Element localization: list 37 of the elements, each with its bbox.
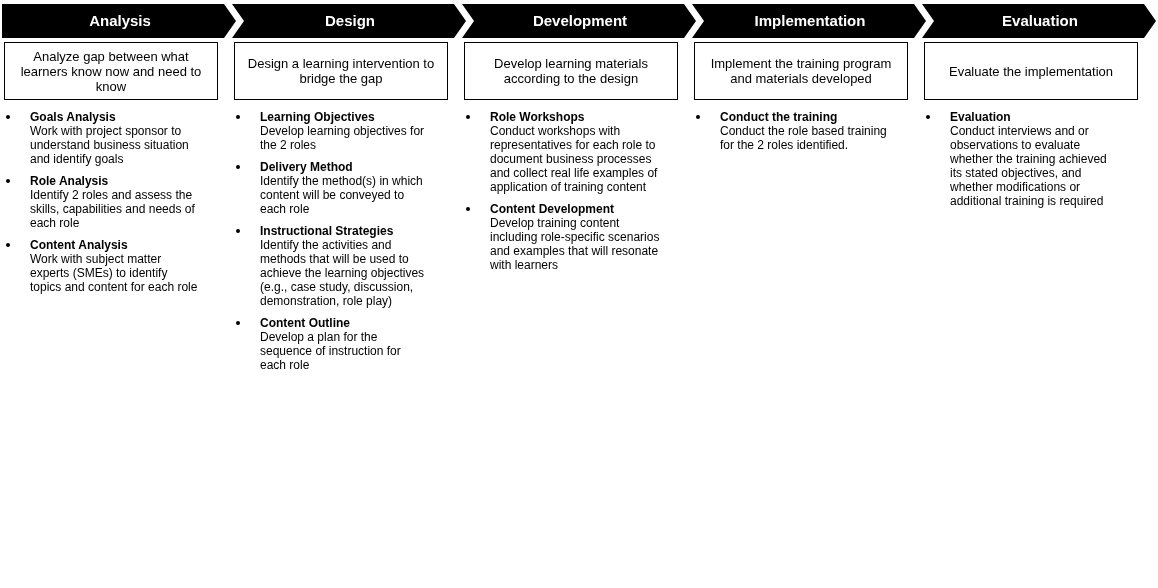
item-text: Conduct interviews and or observations to evaluate whether the training achieved its stated objectives, and whether modifications or additional training is required [950,124,1108,208]
stage-title: Implementation [753,12,867,29]
item-heading: Conduct the training [720,110,839,124]
item-text: Develop a plan for the sequence of instruction for each role [260,330,402,372]
stage-title: Development [531,12,629,29]
item-text: Conduct workshops with representatives for each role to document business processes and collect real life examples of application of training content [490,124,659,194]
item-heading: Content Development [490,202,615,216]
stage-title: Analysis [88,12,152,29]
description-text: Develop learning materials according to the design [493,56,649,86]
description-text: Design a learning intervention to bridge the gap [246,56,436,86]
item-heading: Content Outline [260,316,351,330]
item-heading: Delivery Method [260,160,354,174]
item-heading: Learning Objectives [260,110,376,124]
description-text: Evaluate the implementation [947,63,1114,79]
description-box [234,42,448,100]
item-text: Identify the method(s) in which content will be conveyed to each role [260,174,424,216]
item-text: Develop learning objectives for the 2 roles [260,124,426,152]
description-box [464,42,678,100]
item-text: Work with project sponsor to understand business situation and identify goals [30,124,190,166]
item-heading: Content Analysis [30,238,129,252]
item-heading: Role Analysis [30,174,110,188]
stage-title: Design [324,12,376,29]
stage-title: Evaluation [1001,12,1079,29]
item-heading: Evaluation [950,110,1012,124]
item-text: Conduct the role based training for the 2 roles identified. [720,124,888,152]
item-text: Identify the activities and methods that will be used to achieve the learning objectives (e.g., case study, discussion, demonstration, role play) [260,238,426,308]
description-box [924,42,1138,100]
item-text: Work with subject matter experts (SMEs) to identify topics and content for each role [30,252,199,294]
description-text: Analyze gap between what learners know now and need to know [19,48,203,94]
item-heading: Role Workshops [490,110,586,124]
description-text: Implement the training program and materials developed [709,56,893,86]
item-text: Develop training content including role-specific scenarios and examples that will resonate with learners [490,216,660,272]
description-box [694,42,908,100]
description-box [4,42,218,100]
item-text: Identify 2 roles and assess the skills, capabilities and needs of each role [30,188,196,230]
item-heading: Goals Analysis [30,110,117,124]
item-heading: Instructional Strategies [260,224,395,238]
